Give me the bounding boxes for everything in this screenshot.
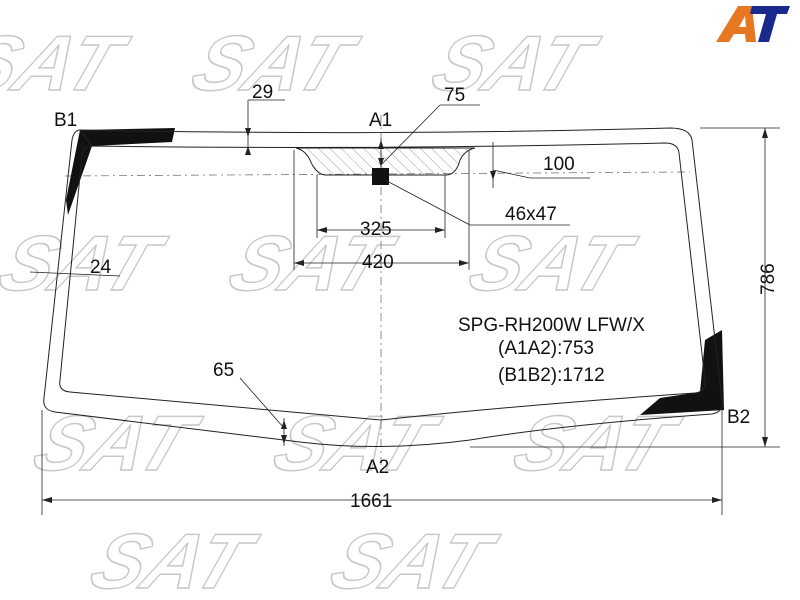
sensor-zone <box>295 147 476 176</box>
dim-edge-offset: 100 <box>543 154 575 175</box>
label-a1: A1 <box>369 110 392 131</box>
dim-sensor-size: 46x47 <box>505 204 557 225</box>
a1a2-value: (A1A2):753 <box>498 338 594 359</box>
glass-outer-outline <box>43 127 723 448</box>
watermark: SAT <box>181 20 369 107</box>
dim-side-band: 24 <box>90 257 112 278</box>
watermark: SAT <box>263 400 451 487</box>
black-band-top-left <box>80 128 175 146</box>
part-code: SPG-RH200W LFW/X <box>458 315 645 336</box>
sensor-pad <box>372 168 389 185</box>
at-logo <box>716 6 790 42</box>
watermark-layer: SAT SAT SAT SAT SAT SAT SAT SAT SAT SAT … <box>0 20 691 600</box>
watermark: SAT <box>320 518 508 600</box>
dim-top-band: 29 <box>252 82 273 103</box>
dim-outer-width: 420 <box>362 252 394 273</box>
label-b2: B2 <box>727 407 750 428</box>
dim-sensor-offset: 75 <box>444 85 465 106</box>
watermark: SAT <box>0 220 176 307</box>
watermark: SAT <box>80 518 268 600</box>
dim-height: 786 <box>758 263 779 295</box>
dimension-lines <box>29 99 780 515</box>
black-band-left <box>66 130 92 215</box>
black-band-bottom-right <box>640 330 724 415</box>
watermark: SAT <box>23 400 211 487</box>
dim-inner-width: 325 <box>360 219 392 240</box>
watermark: SAT <box>0 20 138 107</box>
glass-inner-outline <box>59 142 706 421</box>
dim-total-width: 1661 <box>350 491 392 512</box>
label-a2: A2 <box>366 457 389 478</box>
label-b1: B1 <box>54 110 77 131</box>
b1b2-value: (B1B2):1712 <box>498 365 605 386</box>
arrowheads <box>42 128 768 503</box>
watermark: SAT <box>458 220 646 307</box>
dim-bottom-band: 65 <box>213 360 234 381</box>
